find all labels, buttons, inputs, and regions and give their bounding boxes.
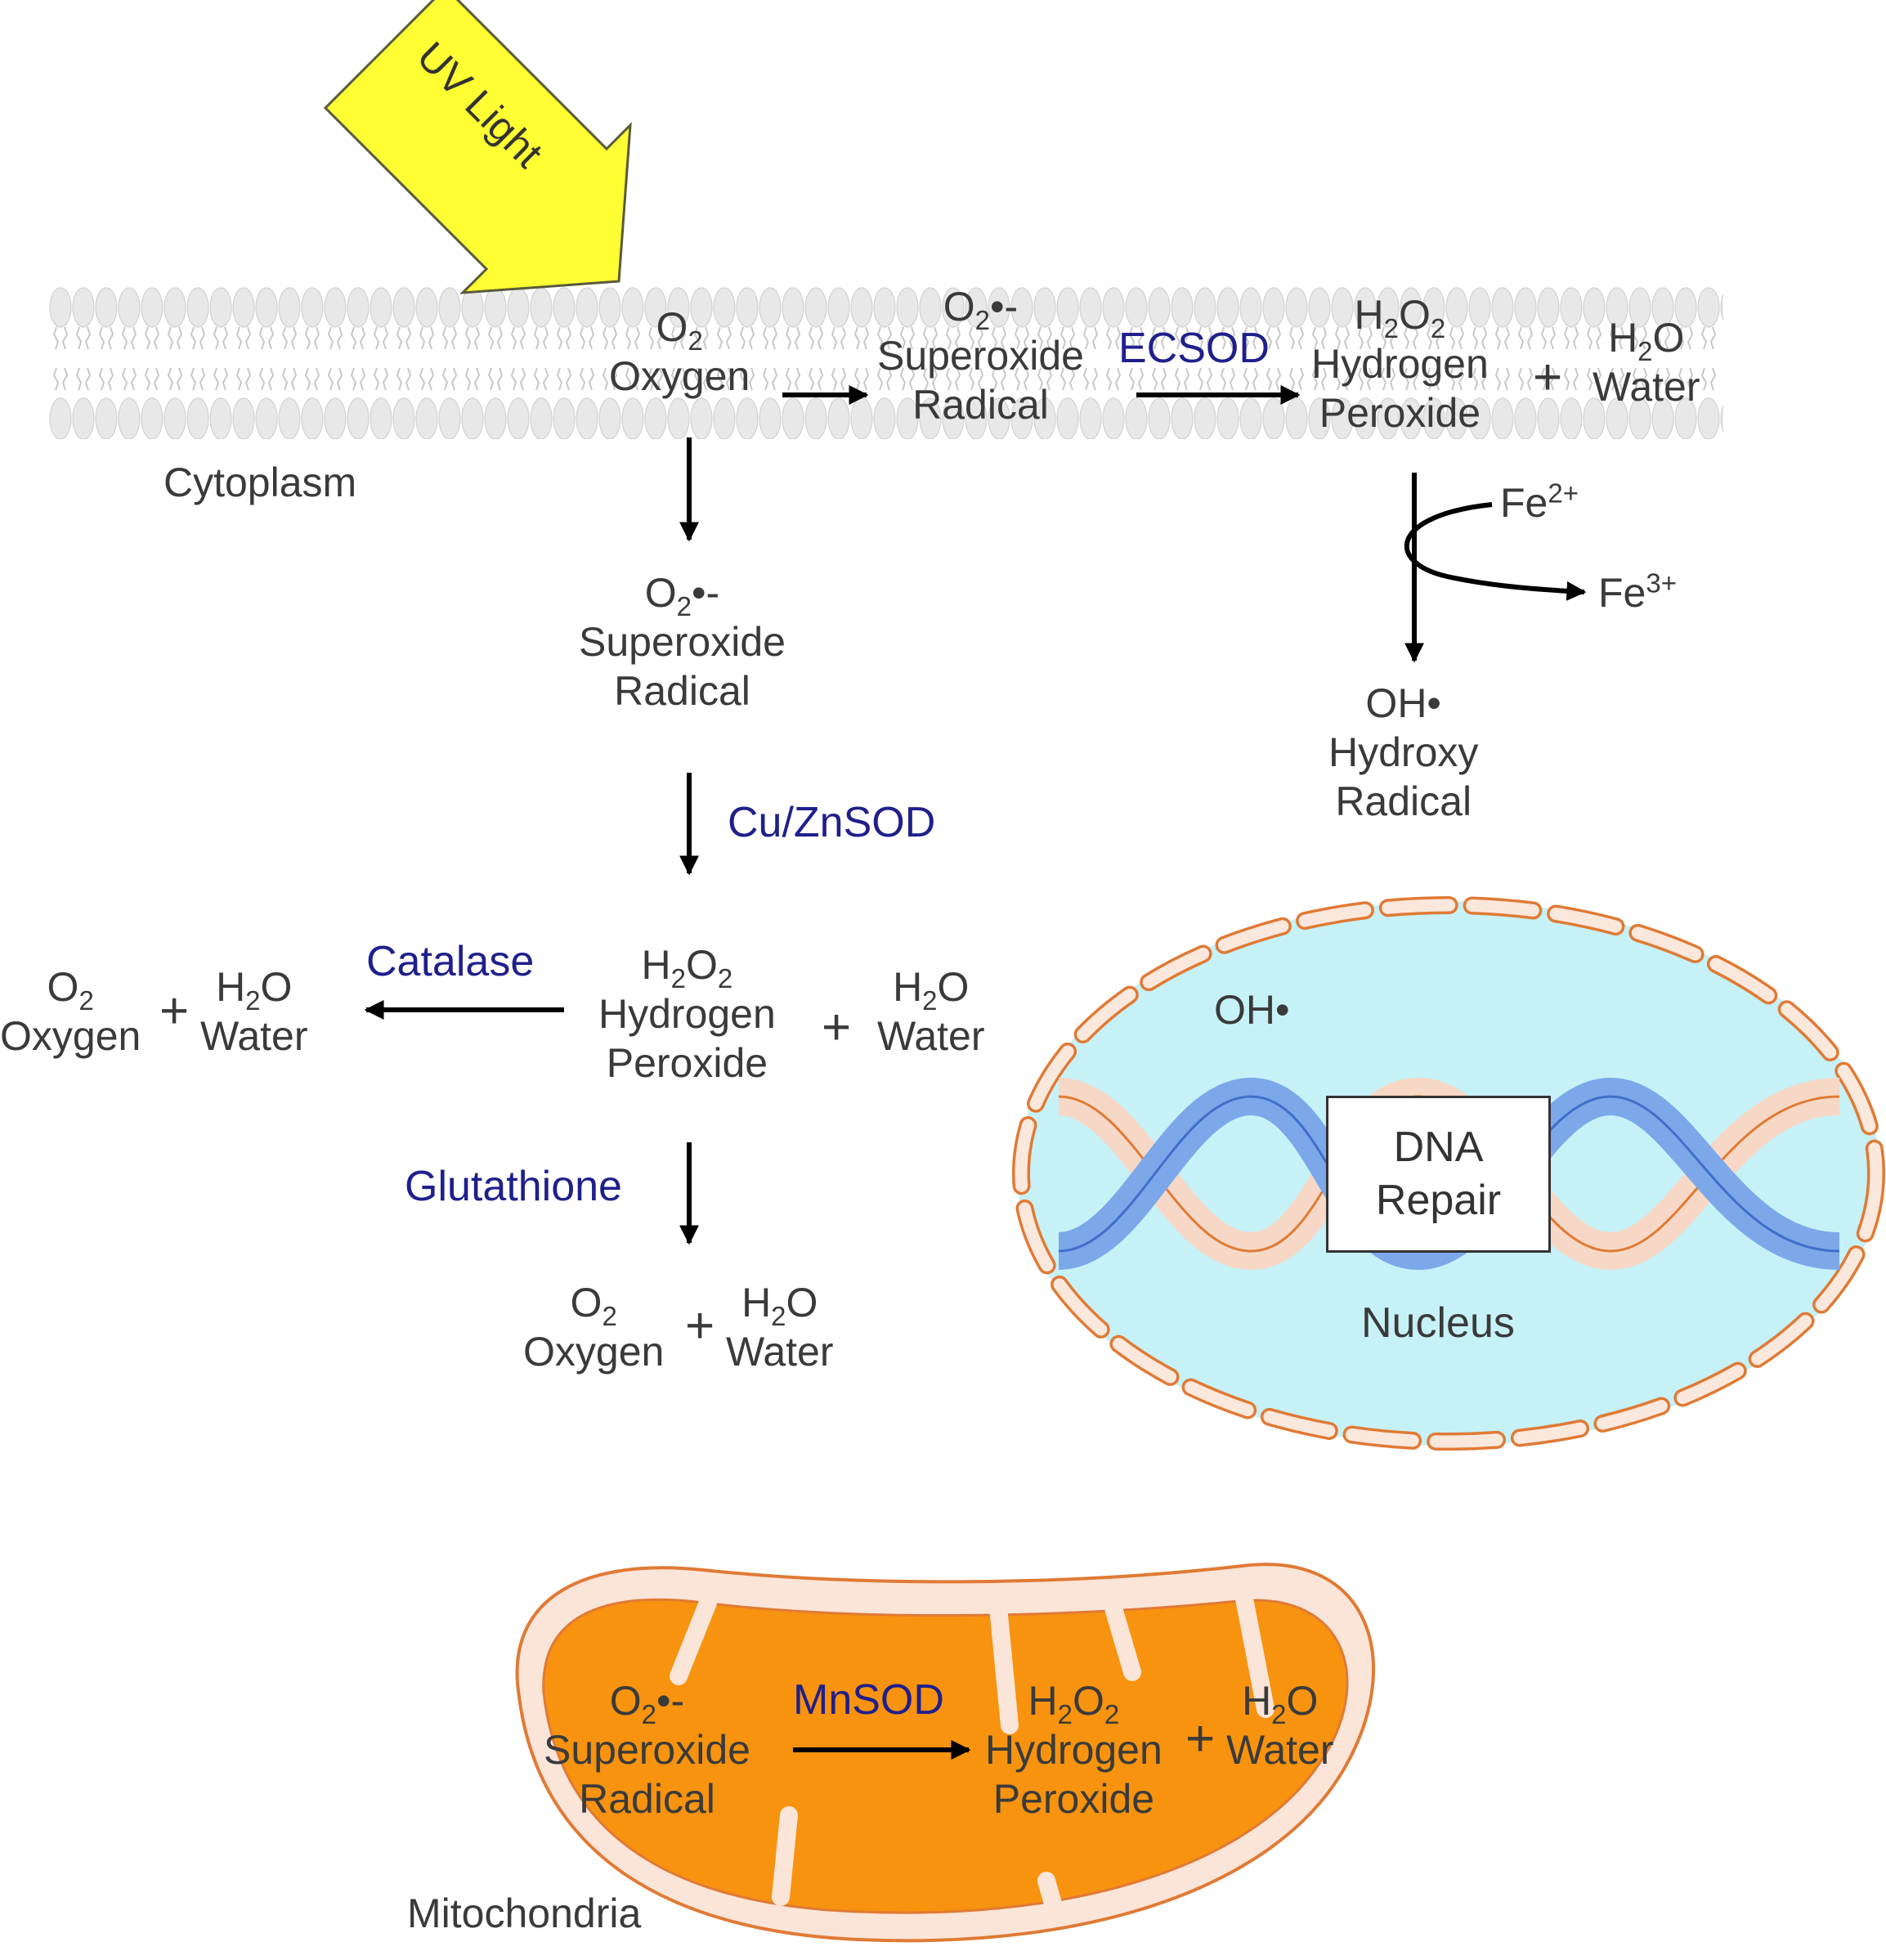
membrane-plus: +: [1533, 349, 1563, 406]
cytoplasm-water: H2O Water: [877, 964, 985, 1059]
mitochondrial-cristae: [670, 1590, 1275, 1918]
mito-superoxide: O2•- Superoxide Radical: [544, 1678, 750, 1822]
membrane-water: H2O Water: [1593, 315, 1700, 410]
dna-repair-line1: DNA: [1393, 1124, 1484, 1171]
catalase-plus: +: [159, 983, 190, 1039]
mitochondria-label: Mitochondria: [407, 1890, 642, 1936]
hydroxy-radical: OH• Hydroxy Radical: [1328, 680, 1479, 824]
membrane-oxygen: O2 Oxygen: [609, 304, 750, 399]
cytoplasm-label: Cytoplasm: [164, 460, 357, 505]
cytoplasm-plus: +: [822, 999, 852, 1056]
membrane-superoxide: O2•- Superoxide Radical: [877, 284, 1084, 428]
arrow-fe-conversion: [1404, 502, 1587, 601]
cytoplasm-superoxide: O2•- Superoxide Radical: [579, 570, 786, 714]
catalase-oxygen: O2 Oxygen: [0, 964, 141, 1059]
dna-repair-line2: Repair: [1375, 1177, 1502, 1224]
mito-plus: +: [1185, 1711, 1216, 1767]
mito-hydrogen-peroxide: H2O2 Hydrogen Peroxide: [985, 1678, 1163, 1822]
ecsod-label: ECSOD: [1118, 325, 1270, 372]
mitochondrion: [515, 1563, 1375, 1943]
mito-water: H2O Water: [1226, 1678, 1334, 1773]
glutathione-label: Glutathione: [405, 1163, 622, 1210]
glutathione-oxygen: O2 Oxygen: [523, 1280, 665, 1375]
glutathione-water: H2O Water: [726, 1280, 834, 1375]
catalase-water: H2O Water: [200, 964, 308, 1059]
glutathione-plus: +: [685, 1298, 715, 1354]
uv-light-arrow: [323, 0, 632, 294]
dna-repair-box: DNA Repair: [1326, 1096, 1551, 1253]
catalase-label: Catalase: [366, 938, 535, 985]
cell-membrane: [49, 286, 1723, 439]
cuznsod-label: Cu/ZnSOD: [728, 799, 936, 846]
fe2-label: Fe2+: [1500, 478, 1579, 526]
nucleus-hydroxy-radical: OH•: [1214, 987, 1290, 1033]
mnsod-label: MnSOD: [793, 1676, 944, 1724]
cytoplasm-hydrogen-peroxide: H2O2 Hydrogen Peroxide: [598, 942, 776, 1086]
membrane-hydrogen-peroxide: H2O2 Hydrogen Peroxide: [1311, 292, 1489, 436]
fe3-label: Fe3+: [1598, 567, 1677, 616]
nucleus-label: Nucleus: [1361, 1299, 1515, 1347]
